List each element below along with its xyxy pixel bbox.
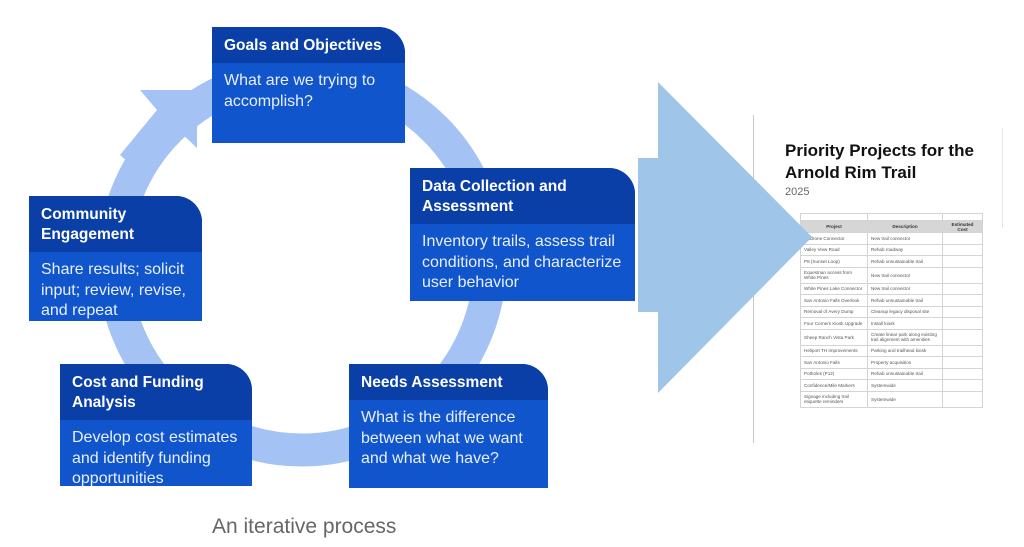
cell-estimated-cost bbox=[942, 379, 983, 392]
cell-description: Parking and trailhead kiosk bbox=[867, 344, 943, 357]
step-title: Cost and Funding Analysis bbox=[60, 364, 252, 420]
table-spacer-row bbox=[800, 213, 983, 221]
cell-project: Signage including trail etiquette remind… bbox=[800, 390, 868, 408]
step-title: Data Collection and Assessment bbox=[410, 168, 635, 224]
cell-project: P8 (Sunset Loop) bbox=[800, 255, 868, 268]
projects-table: Project Description Estimated Cost Madro… bbox=[800, 213, 983, 408]
cell-estimated-cost bbox=[942, 243, 983, 256]
table-row: P8 (Sunset Loop)Rehab unsustainable trai… bbox=[800, 255, 983, 268]
step-description: What is the difference between what we w… bbox=[361, 409, 523, 467]
document-edge bbox=[1002, 128, 1003, 228]
cell-estimated-cost bbox=[942, 294, 983, 307]
table-header-row: Project Description Estimated Cost bbox=[800, 220, 983, 233]
cell-description: Rehab roadway bbox=[867, 243, 943, 256]
column-header-estimated-cost: Estimated Cost bbox=[942, 220, 983, 233]
step-description: Inventory trails, assess trail condition… bbox=[422, 233, 622, 291]
step-description: Develop cost estimates and identify fund… bbox=[72, 429, 238, 486]
cell-estimated-cost bbox=[942, 344, 983, 357]
cycle-arrowhead bbox=[120, 90, 197, 175]
cell-description: Property acquisition bbox=[867, 356, 943, 369]
column-header-project: Project bbox=[800, 220, 868, 233]
cell-description: New trail connector bbox=[867, 266, 943, 284]
cell-estimated-cost bbox=[942, 266, 983, 284]
step-description: What are we trying to accomplish? bbox=[224, 72, 376, 110]
document-year: 2025 bbox=[785, 186, 810, 198]
cell-project: Four Corners Kiosk Upgrade bbox=[800, 317, 868, 330]
cell-description: Cleanup legacy disposal site bbox=[867, 305, 943, 318]
cell-description: Rehab unsustainable trail bbox=[867, 367, 943, 380]
step-title: Community Engagement bbox=[29, 196, 202, 252]
step-community-engagement: Community Engagement Share results; soli… bbox=[29, 196, 202, 321]
cell-estimated-cost bbox=[942, 232, 983, 245]
cell-project: Heliport TH Improvements bbox=[800, 344, 868, 357]
diagram-caption: An iterative process bbox=[212, 515, 397, 538]
table-row: Potholes (P12)Rehab unsustainable trail bbox=[800, 367, 983, 380]
cell-description: Rehab unsustainable trail bbox=[867, 255, 943, 268]
cell-description: New trail connector bbox=[867, 232, 943, 245]
cell-estimated-cost bbox=[942, 255, 983, 268]
cell-project: San Antonio Falls Overlook bbox=[800, 294, 868, 307]
step-goals-and-objectives: Goals and Objectives What are we trying … bbox=[212, 27, 405, 143]
step-data-collection: Data Collection and Assessment Inventory… bbox=[410, 168, 635, 301]
table-row: Signage including trail etiquette remind… bbox=[800, 390, 983, 408]
cell-project: Potholes (P12) bbox=[800, 367, 868, 380]
cell-project: San Antonio Falls bbox=[800, 356, 868, 369]
cell-estimated-cost bbox=[942, 317, 983, 330]
document-title: Priority Projects for the Arnold Rim Tra… bbox=[785, 141, 974, 182]
cell-project: Madrone Connector bbox=[800, 232, 868, 245]
cell-description: Systemwide bbox=[867, 390, 943, 408]
cell-project: Confidence/Mile Markers bbox=[800, 379, 868, 392]
cell-estimated-cost bbox=[942, 282, 983, 295]
step-title: Needs Assessment bbox=[349, 364, 548, 400]
step-needs-assessment: Needs Assessment What is the difference … bbox=[349, 364, 548, 488]
cell-project: Removal of Avery Dump bbox=[800, 305, 868, 318]
cell-description: Rehab unsustainable trail bbox=[867, 294, 943, 307]
cell-description: Create linear park along existing trail … bbox=[867, 328, 943, 346]
cell-description: Install kiosk bbox=[867, 317, 943, 330]
cell-project: Equestrian access from White Pines bbox=[800, 266, 868, 284]
cell-estimated-cost bbox=[942, 367, 983, 380]
cell-description: New trail connector bbox=[867, 282, 943, 295]
cell-description: Systemwide bbox=[867, 379, 943, 392]
column-header-description: Description bbox=[867, 220, 943, 233]
cell-estimated-cost bbox=[942, 305, 983, 318]
cell-estimated-cost bbox=[942, 356, 983, 369]
cell-estimated-cost bbox=[942, 390, 983, 408]
cell-estimated-cost bbox=[942, 328, 983, 346]
step-cost-and-funding: Cost and Funding Analysis Develop cost e… bbox=[60, 364, 252, 486]
cell-project: Valley View Road bbox=[800, 243, 868, 256]
cell-project: White Pines Lake Connector bbox=[800, 282, 868, 295]
cell-project: Sheep Ranch Vista Park bbox=[800, 328, 868, 346]
step-title: Goals and Objectives bbox=[212, 27, 405, 63]
step-description: Share results; solicit input; review, re… bbox=[41, 261, 186, 319]
